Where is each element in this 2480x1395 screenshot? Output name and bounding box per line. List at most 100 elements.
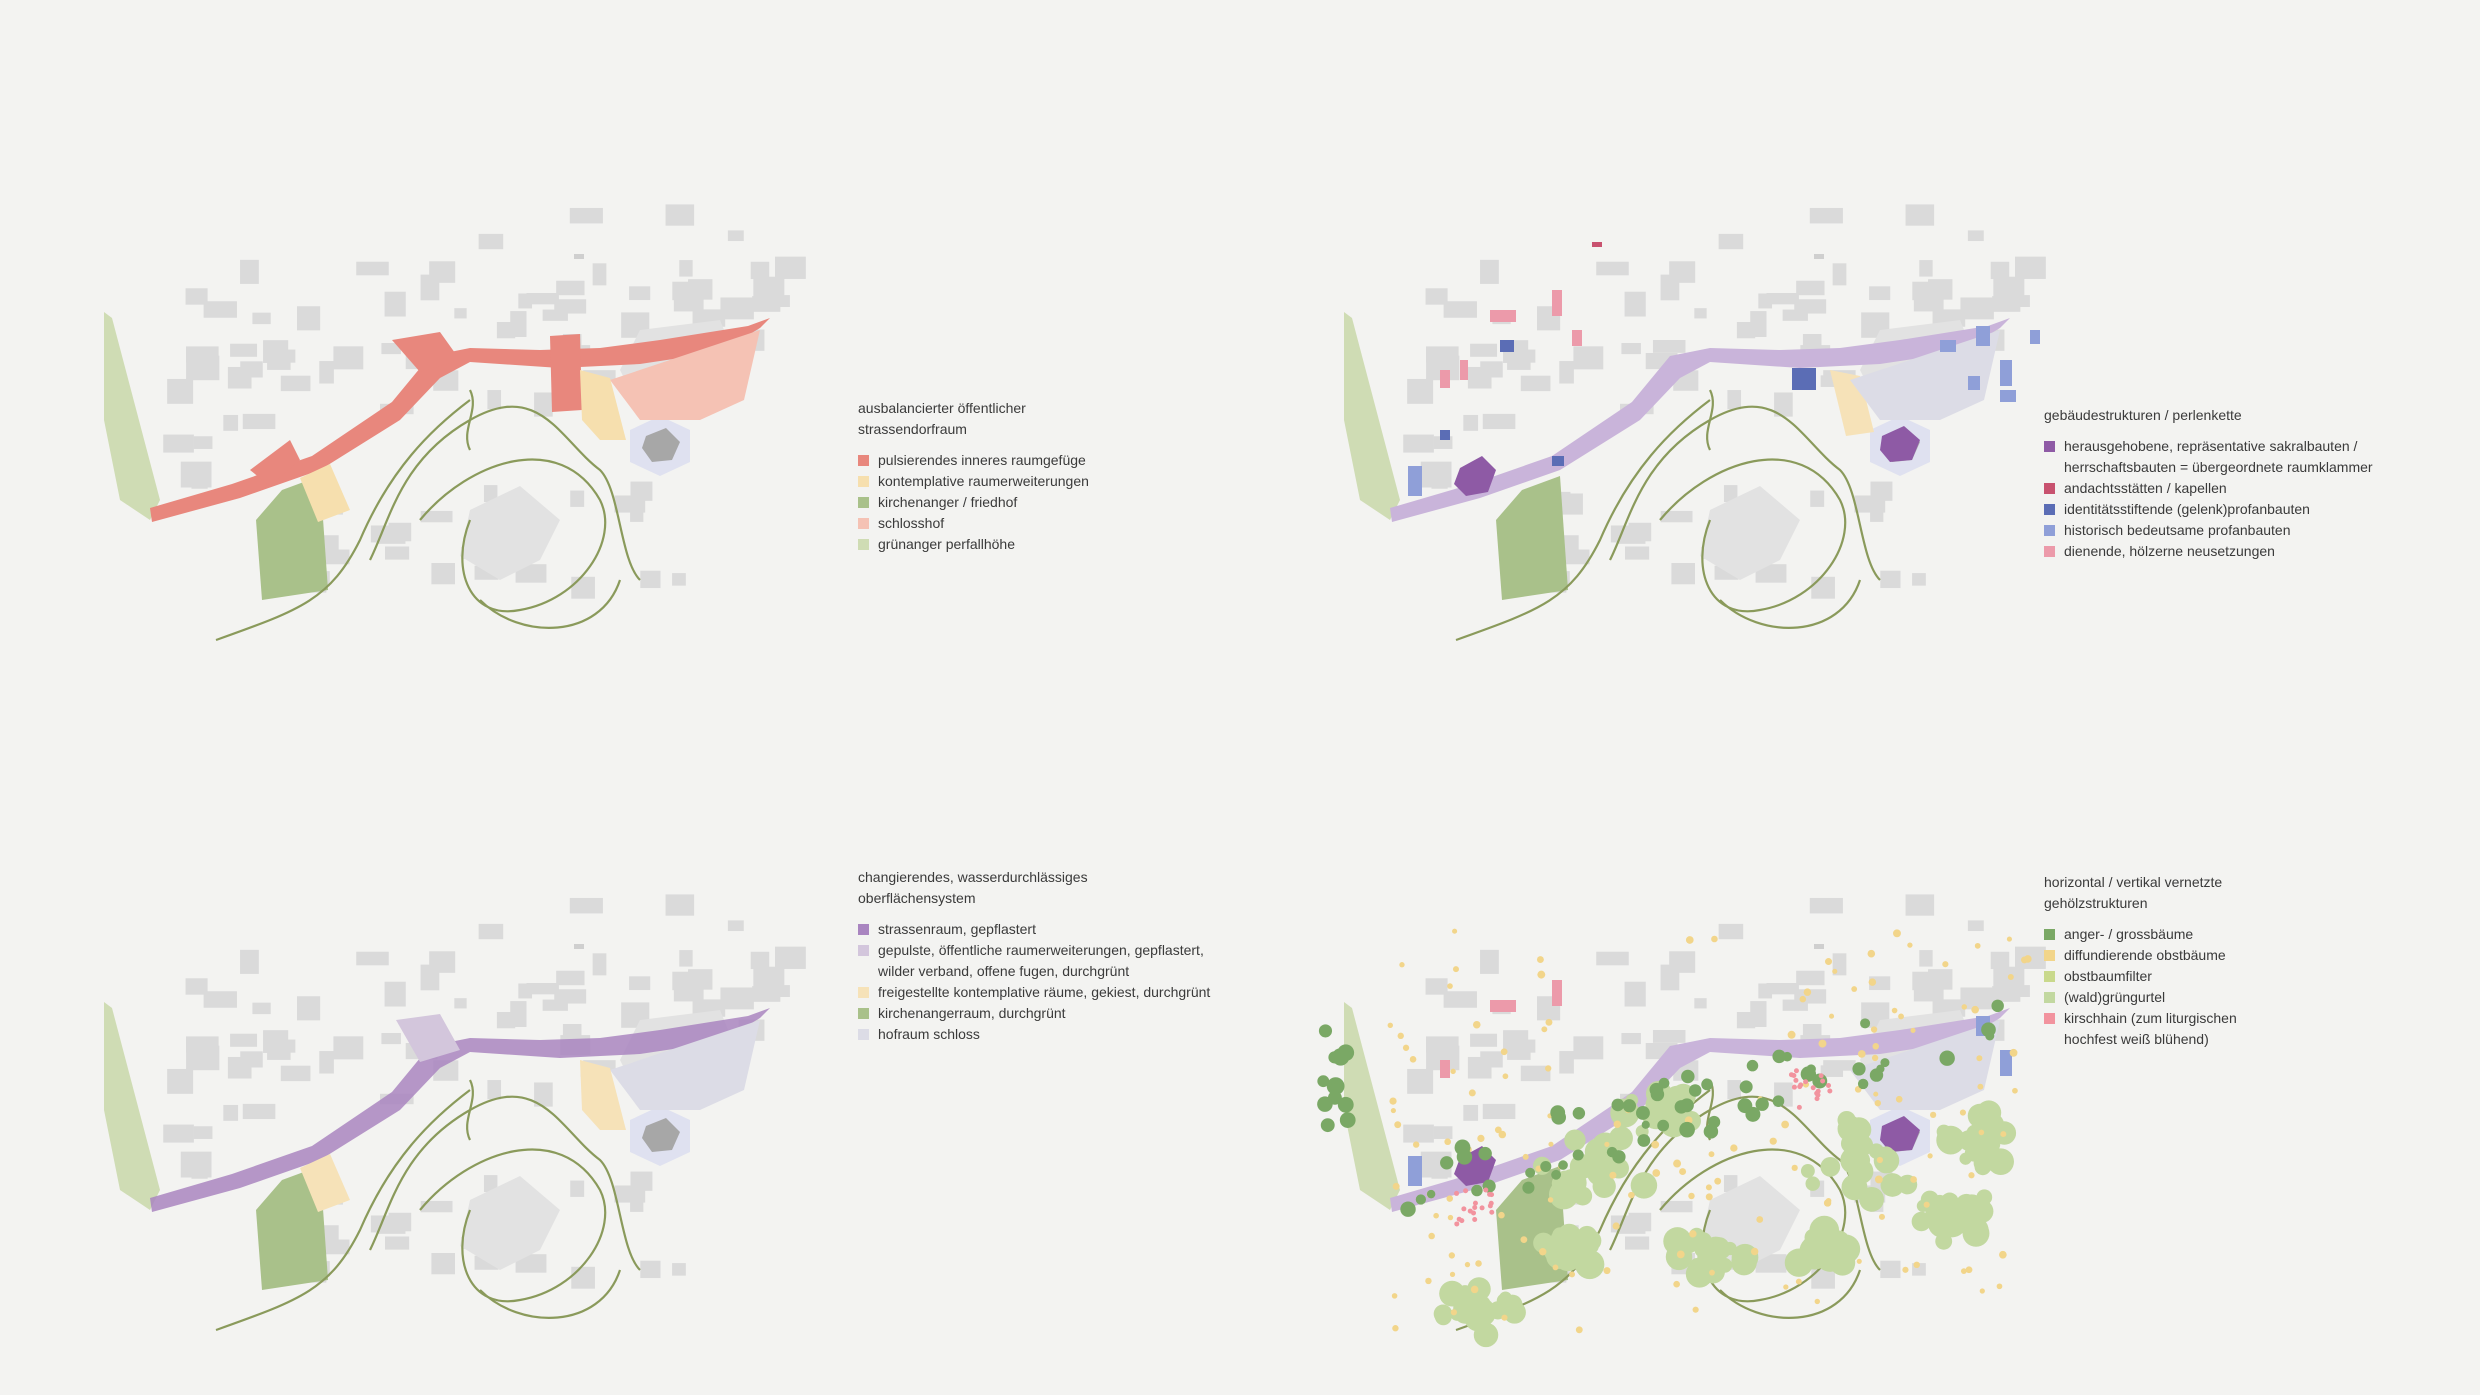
legend-swatch: [858, 945, 869, 956]
obstbaum: [1673, 1280, 1680, 1288]
building: [377, 1221, 406, 1234]
building: [1723, 1175, 1738, 1193]
street-space: [1390, 318, 2010, 522]
gruenguertel-tree: [1932, 1194, 1947, 1209]
grossbaum: [1551, 1110, 1566, 1125]
kirschbaum: [1788, 1072, 1794, 1078]
obstbaum: [1923, 1201, 1930, 1208]
grossbaum: [1755, 1097, 1769, 1111]
obstbaum: [1787, 1030, 1796, 1039]
legend-swatch: [858, 1029, 869, 1040]
grossbaum: [1456, 1149, 1473, 1165]
obstbaum: [1673, 1159, 1682, 1168]
grossbaum: [1637, 1134, 1651, 1147]
obstbaum: [1679, 1168, 1687, 1176]
building-complex: [460, 486, 560, 580]
building: [193, 436, 213, 449]
obstbaum: [1907, 942, 1913, 948]
legend-heading-line: horizontal / vertikal vernetzte: [2044, 874, 2223, 890]
kirschbaum: [1810, 1085, 1816, 1091]
building: [1559, 1051, 1574, 1074]
legend-item: andachtsstätten / kapellen: [2044, 478, 2373, 499]
legend-label: diffundierende obstbäume: [2064, 947, 2226, 963]
obstbaum: [1927, 1153, 1933, 1159]
legend-item: herausgehobene, repräsentative sakralbau…: [2044, 436, 2373, 478]
grossbaum: [1318, 1024, 1333, 1038]
legend-label: kontemplative raumerweiterungen: [878, 473, 1089, 489]
building: [1596, 261, 1629, 276]
gruenguertel-tree: [1694, 1240, 1712, 1258]
kirschbaum: [1793, 1068, 1799, 1074]
obstbaum: [1876, 1156, 1883, 1164]
obstbaum: [2020, 956, 2028, 964]
legend-item: dienende, hölzerne neusetzungen: [2044, 541, 2373, 562]
obstbaum: [1857, 1050, 1866, 1058]
legend-label: identitätsstiftende (gelenk)profanbauten: [2064, 501, 2310, 517]
obstbaum: [1477, 1134, 1485, 1143]
building: [230, 343, 258, 357]
obstbaum: [1942, 961, 1949, 968]
building: [1504, 349, 1536, 363]
grossbaum: [1622, 1099, 1637, 1113]
building: [1426, 346, 1459, 363]
building: [319, 1051, 334, 1074]
building: [679, 950, 693, 967]
gruenanger-strip: [1344, 1002, 1400, 1210]
site-plan-map: [1317, 894, 2046, 1348]
obstbaum: [1472, 1020, 1481, 1029]
gruenguertel-tree: [1820, 1157, 1841, 1177]
building: [1470, 343, 1498, 357]
kirschbaum: [1472, 1200, 1478, 1206]
kirschbaum: [1489, 1209, 1495, 1215]
gruenguertel-tree: [1800, 1164, 1815, 1178]
gruenguertel-tree: [1962, 1219, 1990, 1247]
gruenguertel-tree: [1465, 1303, 1488, 1326]
obstbaum: [1977, 1083, 1984, 1090]
legend-item: gepulste, öffentliche raumerweiterungen,…: [858, 940, 1210, 982]
obstbaum: [1522, 1153, 1529, 1160]
kirschbaum: [1472, 1204, 1478, 1210]
obstbaum: [1545, 1065, 1552, 1072]
herrschaftsbau: [1880, 426, 1920, 462]
gruenguertel-tree: [1911, 1211, 1932, 1232]
footpath: [466, 1079, 474, 1141]
building: [163, 1124, 194, 1143]
building: [1727, 390, 1742, 410]
footpath: [369, 405, 641, 581]
street-space: [150, 1008, 770, 1212]
obstbaum: [1976, 1055, 1983, 1062]
kirschbaum: [1827, 1088, 1833, 1094]
gruenguertel-tree: [1564, 1129, 1586, 1151]
obstbaum: [1392, 1325, 1399, 1332]
building: [431, 1253, 456, 1275]
building: [1669, 951, 1696, 973]
obstbaum: [1502, 1073, 1509, 1080]
building: [186, 1036, 219, 1053]
building: [727, 230, 744, 242]
obstbaum: [1692, 1306, 1699, 1313]
obstbaum: [1390, 1107, 1396, 1114]
grossbaum: [1939, 1050, 1955, 1066]
building: [478, 923, 504, 940]
building: [1669, 261, 1696, 283]
building: [752, 986, 781, 1002]
obstbaum: [1676, 1250, 1685, 1259]
building: [1694, 308, 1707, 319]
building: [630, 1171, 653, 1191]
building: [1443, 991, 1477, 1008]
grossbaum: [1688, 1084, 1702, 1097]
obstbaum: [1652, 1169, 1661, 1177]
building: [1407, 378, 1434, 404]
legend-swatch: [2044, 992, 2055, 1003]
obstbaum: [1539, 1248, 1547, 1256]
legend-item: (wald)grüngurtel: [2044, 987, 2237, 1008]
obstbaum: [1873, 1091, 1879, 1097]
footpath: [1609, 405, 1881, 581]
grossbaum: [1657, 1119, 1670, 1132]
grossbaum: [1337, 1044, 1355, 1062]
obstbaum: [1930, 1111, 1937, 1119]
